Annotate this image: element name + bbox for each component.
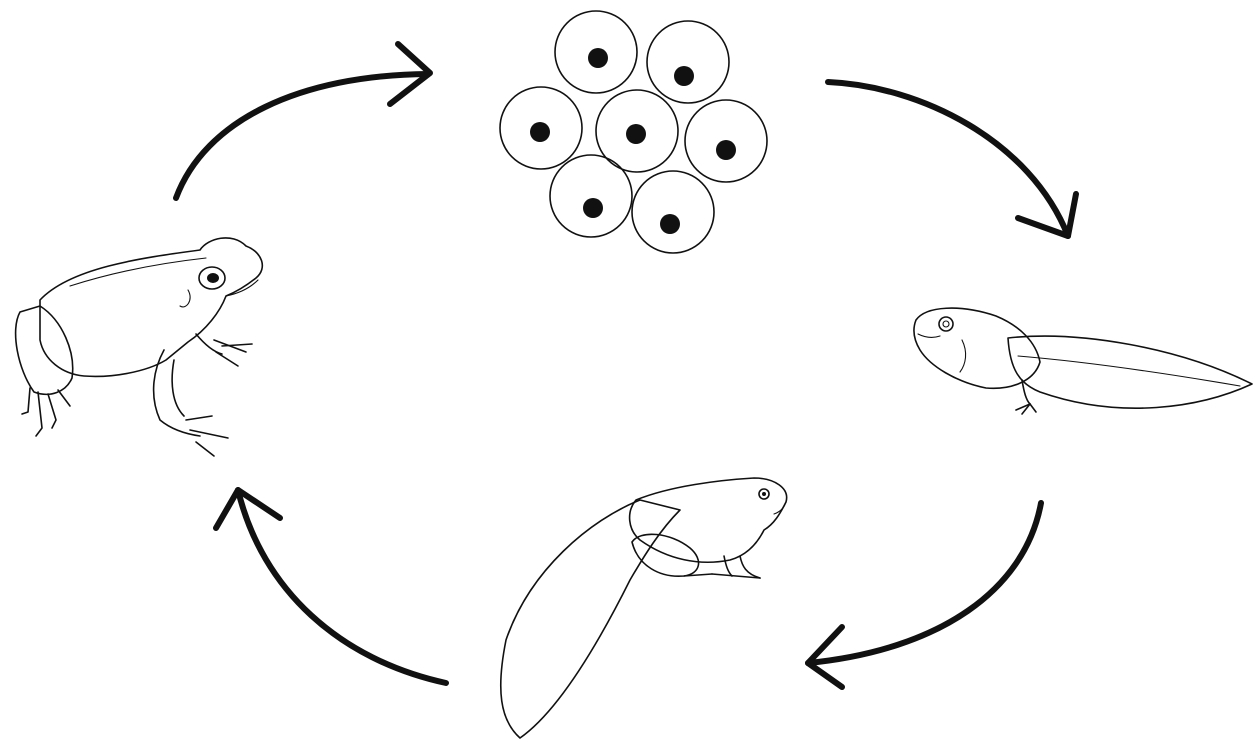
egg	[647, 21, 729, 103]
egg	[685, 100, 767, 182]
arrow-eggs-to-tadpole	[828, 82, 1076, 236]
arrow-tadpole-to-froglet	[808, 503, 1041, 687]
froglet	[501, 478, 787, 738]
adult-frog	[16, 238, 263, 456]
arrow-adult-to-eggs	[176, 44, 430, 198]
arrow-froglet-to-adult	[216, 490, 446, 683]
tadpole	[914, 308, 1252, 414]
egg	[500, 87, 582, 169]
egg-cluster	[500, 11, 767, 253]
egg	[550, 155, 632, 237]
egg	[555, 11, 637, 93]
egg	[632, 171, 714, 253]
